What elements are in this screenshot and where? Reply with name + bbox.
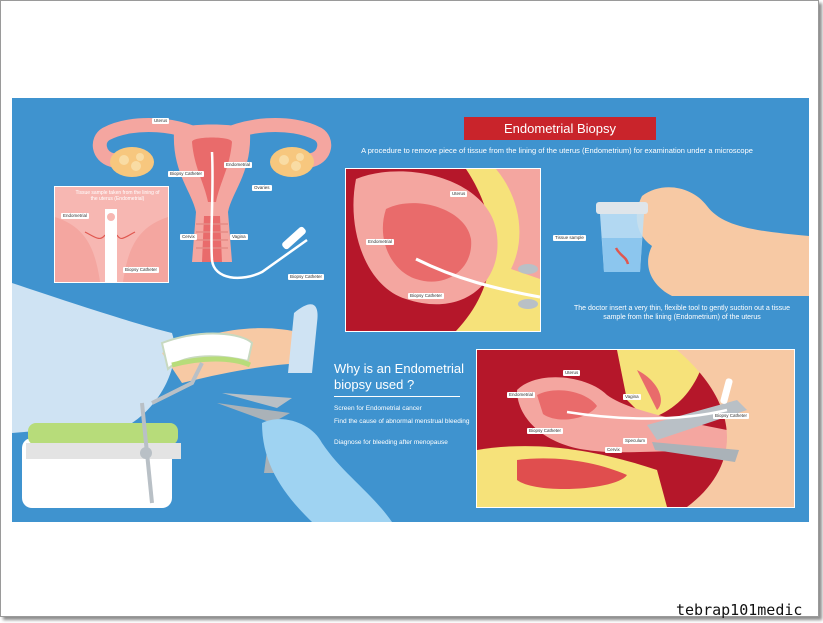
label-biopsy-catheter-tip: Biopsy Catheter [288,274,325,280]
why-item-3: Diagnose for bleeding after menopause [334,439,448,446]
label-biopsy-catheter: Biopsy Catheter [168,171,205,177]
tissue-sample-illustration [596,187,809,296]
infographic-panel: Uterus Endometrial Biopsy Catheter Ovari… [12,98,809,522]
label-ovaries: Ovaries [252,185,272,191]
section-label-biopsy-catheter-left: Biopsy Catheter [527,428,564,434]
section-label-vagina: Vagina [623,394,641,400]
sample-caption: The doctor insert a very thin, flexible … [574,305,790,321]
section-label-cervix: Cervix [605,447,622,453]
watermark-text: tebrap101medic [676,601,803,619]
why-item-2: Find the cause of abnormal menstrual ble… [334,418,470,425]
section-label-endometrial: Endometrial [507,392,536,398]
subtitle: A procedure to remove piece of tissue fr… [361,146,753,155]
why-item-1: Screen for Endometrial cancer [334,405,422,412]
inset-label-biopsy-catheter: Biopsy Catheter [123,267,160,273]
inset-label-endometrial: Endometrial [61,213,90,219]
tissue-inset: Tissue sample taken from the lining of t… [54,186,169,283]
section-label-biopsy-catheter: Biopsy Catheter [713,413,750,419]
why-title: Why is an Endometrial biopsy used ? [334,361,465,392]
label-endometrial: Endometrial [224,162,253,168]
cross-section-illustration: Uterus Endometrial Vagina Biopsy Cathete… [476,349,795,508]
section-label-speculum: Speculum [623,438,648,444]
uterus-closeup: Uterus Endometrial Biopsy Catheter [345,168,541,332]
uterus-anatomy-illustration [92,118,332,280]
closeup-label-biopsy-catheter: Biopsy Catheter [408,293,445,299]
why-divider [334,396,460,397]
label-cervix: Cervix [180,234,197,240]
patient-exam-illustration [12,283,392,522]
page-title: Endometrial Biopsy [464,117,656,140]
label-vagina: Vagina [230,234,248,240]
label-uterus: Uterus [152,118,170,124]
section-label-uterus: Uterus [563,370,581,376]
closeup-label-uterus: Uterus [450,191,468,197]
label-tissue-sample: Tissue sample [553,235,586,241]
inset-caption: Tissue sample taken from the lining of t… [75,190,160,202]
closeup-label-endometrial: Endometrial [366,239,395,245]
